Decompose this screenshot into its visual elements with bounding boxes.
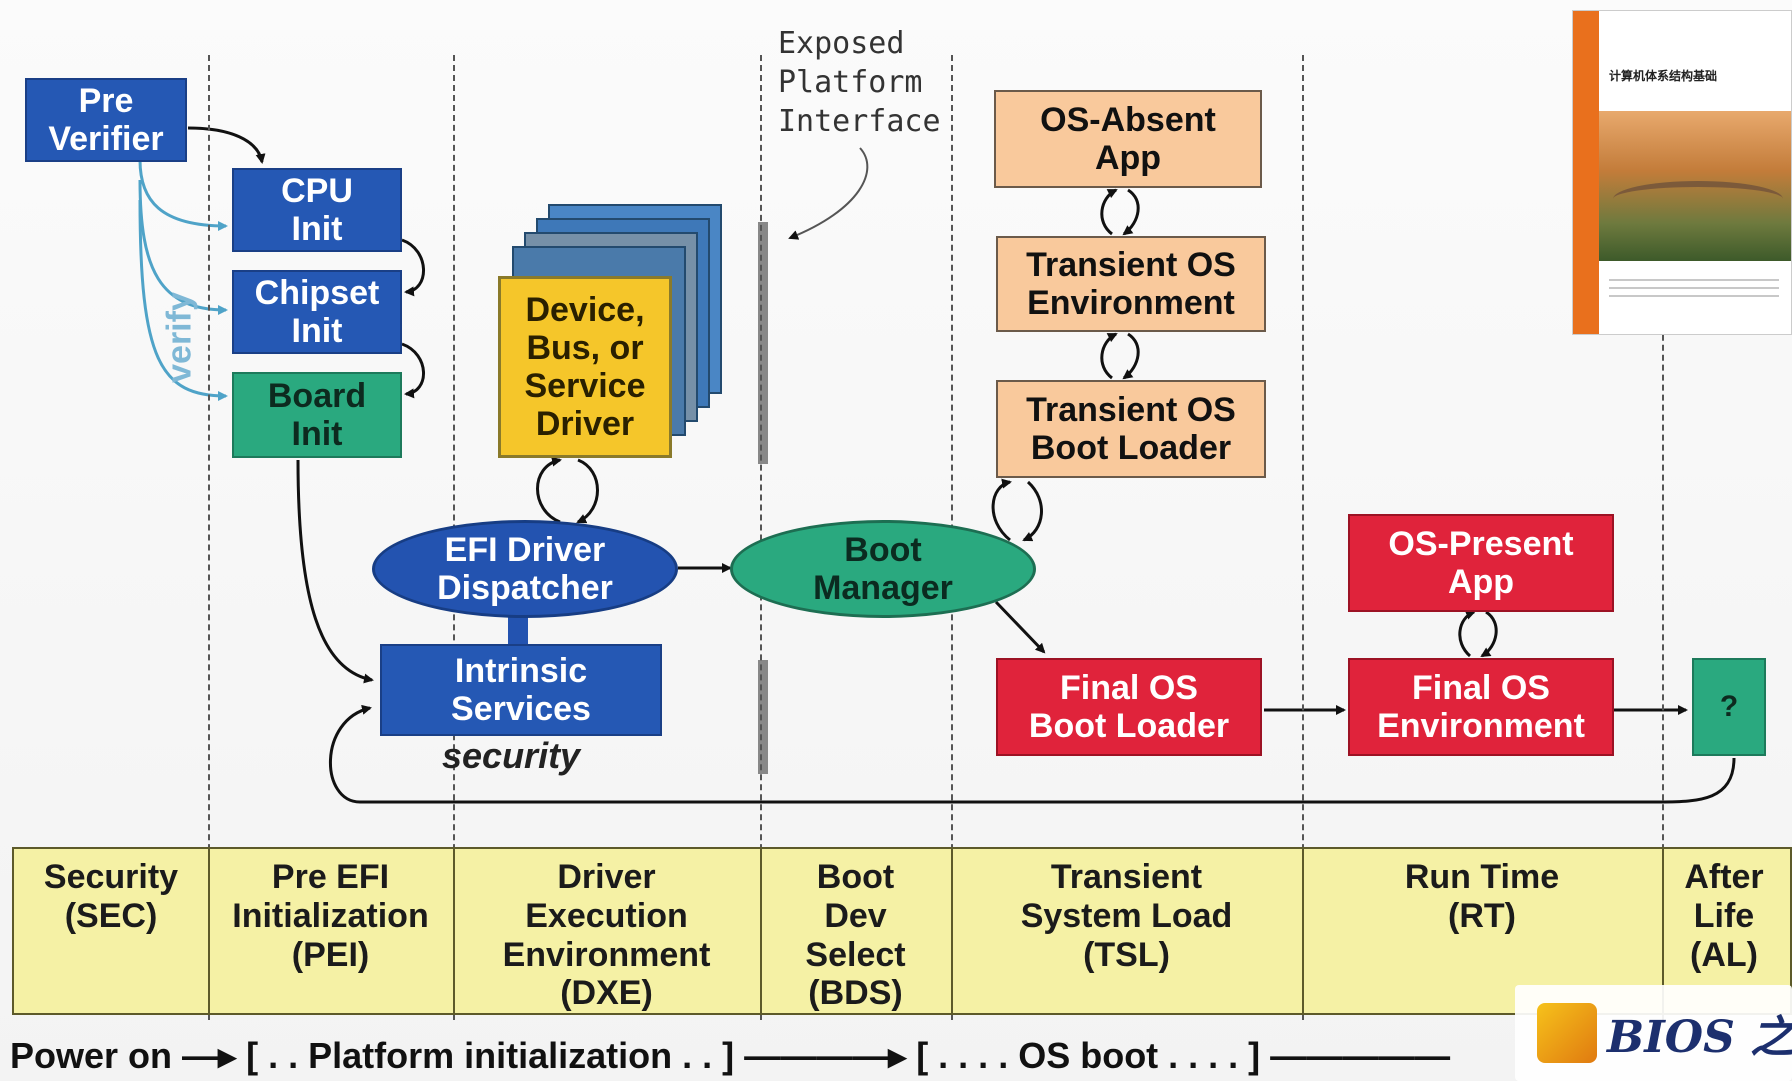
arrow-app-env xyxy=(1122,188,1140,236)
verify-arrow-board xyxy=(138,199,228,401)
power-on-timeline: Power on —▸ [ . . Platform initializatio… xyxy=(10,1035,1451,1076)
arrow-bootmgr-finalloader xyxy=(994,600,1046,654)
book-text-lines xyxy=(1609,273,1779,303)
arrow-env-presentapp xyxy=(1458,610,1476,658)
wall-ridge xyxy=(1613,181,1783,217)
book-cover-image: 计算机体系结构基础 xyxy=(1572,10,1792,335)
logo-text: BIOS 之 xyxy=(1607,1012,1792,1063)
arrow-board-intrinsic xyxy=(296,459,374,684)
phase-band-divider xyxy=(453,847,455,1015)
phase-rt: Run Time (RT) xyxy=(1404,858,1560,935)
logo-mark-icon xyxy=(1537,1003,1597,1063)
phase-band-divider xyxy=(208,847,210,1015)
phase-band-divider xyxy=(760,847,762,1015)
bios-watermark-logo: BIOS 之 xyxy=(1515,985,1792,1081)
pre-verifier-box: Pre Verifier xyxy=(25,78,187,162)
phase-separator xyxy=(208,55,210,1020)
os-present-app-box: OS-Present App xyxy=(1348,514,1614,612)
arrow-preverifier-cpu xyxy=(187,126,266,164)
dispatcher-services-link xyxy=(508,612,528,646)
security-label: security xyxy=(442,735,581,776)
after-life-box: ? xyxy=(1692,658,1766,756)
efi-driver-dispatcher: EFI Driver Dispatcher xyxy=(372,520,678,618)
arrow-env-app xyxy=(1100,188,1118,236)
cpu-init-box: CPU Init xyxy=(232,168,402,252)
phase-separator xyxy=(760,55,762,1020)
arrow-loader-env xyxy=(1100,332,1118,380)
board-init-box: Board Init xyxy=(232,372,402,458)
transient-os-environment-box: Transient OS Environment xyxy=(996,236,1266,332)
phase-tsl: Transient System Load (TSL) xyxy=(1020,858,1233,974)
phase-band-divider xyxy=(1302,847,1304,1015)
phase-separator xyxy=(1662,55,1664,1020)
arrow-chipset-board xyxy=(401,342,425,399)
final-os-boot-loader-box: Final OS Boot Loader xyxy=(996,658,1262,756)
platform-interface-bar-top xyxy=(758,222,768,464)
arrow-bootmgr-transientloader xyxy=(991,478,1012,542)
final-os-environment-box: Final OS Environment xyxy=(1348,658,1614,756)
phase-pei: Pre EFI Initialization (PEI) xyxy=(232,858,429,974)
phase-sec: Security (SEC) xyxy=(43,858,179,935)
arrow-dispatcher-driver xyxy=(536,456,562,524)
arrow-exposed-interface xyxy=(788,147,869,240)
verify-label: verify xyxy=(160,292,199,383)
exposed-platform-interface-note: Exposed Platform Interface xyxy=(778,26,941,139)
arrow-env-loader xyxy=(1122,332,1140,380)
phase-separator xyxy=(1302,55,1304,1020)
transient-os-boot-loader-box: Transient OS Boot Loader xyxy=(996,380,1266,478)
book-top-band xyxy=(1599,11,1791,109)
phase-band-divider xyxy=(1662,847,1664,1015)
os-absent-app-box: OS-Absent App xyxy=(994,90,1262,188)
phase-al: After Life (AL) xyxy=(1684,858,1764,974)
verify-arrow-cpu xyxy=(138,159,228,231)
phase-dxe: Driver Execution Environment (DXE) xyxy=(502,858,711,1013)
book-spine xyxy=(1573,11,1599,334)
arrow-afterlife-intrinsic xyxy=(329,704,1736,804)
book-title: 计算机体系结构基础 xyxy=(1609,69,1718,83)
intrinsic-services-box: Intrinsic Services xyxy=(380,644,662,736)
arrow-cpu-chipset xyxy=(401,238,425,297)
phase-band-divider xyxy=(951,847,953,1015)
platform-interface-bar-bottom xyxy=(758,660,768,774)
phase-bds: Boot Dev Select (BDS) xyxy=(805,858,906,1013)
phase-band xyxy=(12,847,1792,1015)
arrow-presentapp-env xyxy=(1480,610,1498,658)
boot-manager: Boot Manager xyxy=(730,520,1036,618)
arrow-driver-dispatcher xyxy=(576,458,599,524)
chipset-init-box: Chipset Init xyxy=(232,270,402,354)
device-driver-box: Device, Bus, or Service Driver xyxy=(498,276,672,458)
arrow-transientloader-bootmgr xyxy=(1022,480,1043,542)
